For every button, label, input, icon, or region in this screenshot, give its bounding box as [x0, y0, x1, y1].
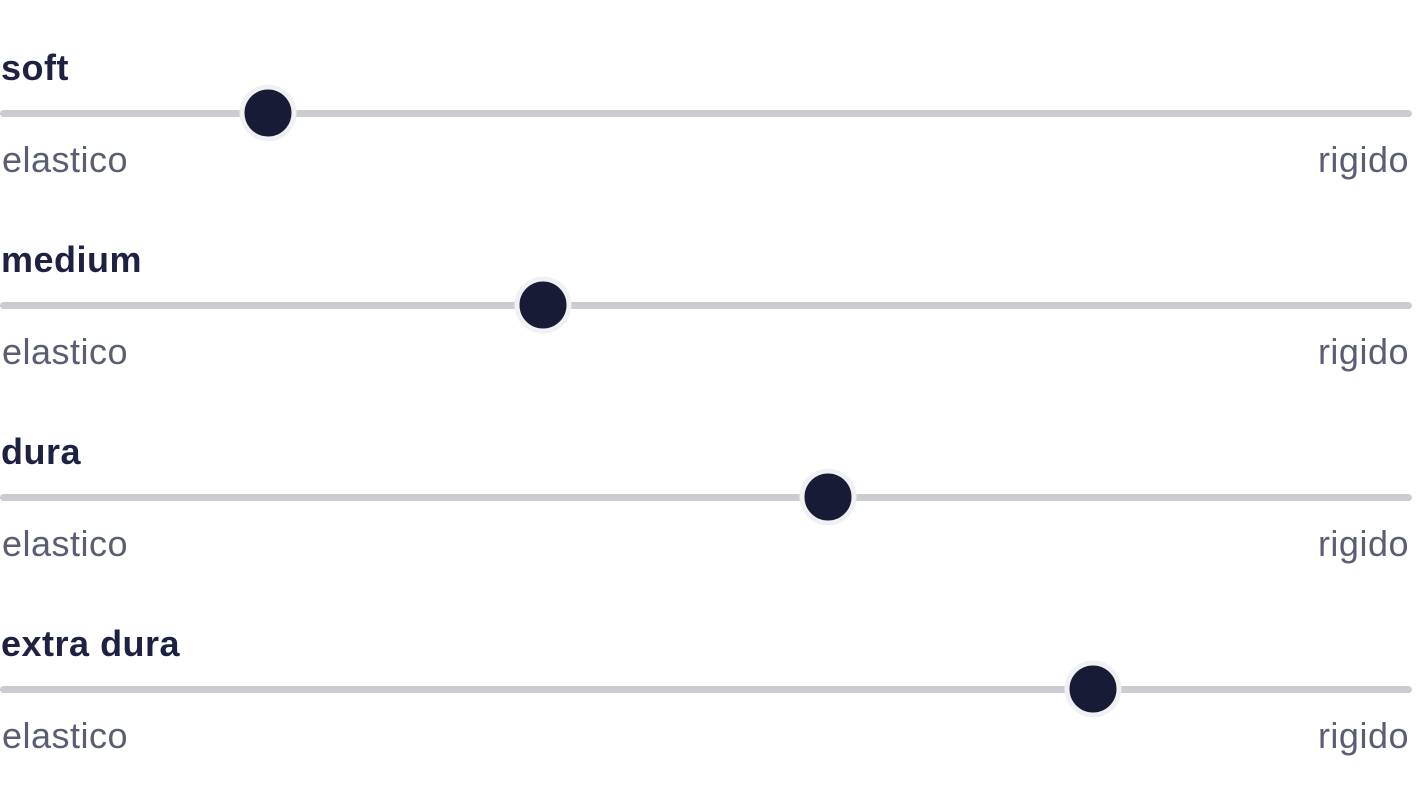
slider-dura-label: dura	[1, 431, 82, 472]
slider-medium-handle[interactable]	[514, 276, 572, 334]
slider-dura-track[interactable]	[0, 494, 1412, 501]
slider-medium-label: medium	[1, 239, 143, 280]
slider-extra-dura-track[interactable]	[0, 686, 1412, 693]
slider-medium: medium elastico rigido	[0, 192, 1417, 384]
slider-dura: dura elastico rigido	[0, 384, 1417, 576]
slider-extra-dura: extra dura elastico rigido	[0, 576, 1417, 768]
slider-extra-dura-handle[interactable]	[1064, 660, 1121, 718]
slider-dura-end-labels: elastico rigido	[2, 524, 1409, 564]
slider-soft-min-label: elastico	[2, 139, 129, 180]
slider-medium-min-label: elastico	[2, 331, 129, 372]
slider-extra-dura-label: extra dura	[1, 623, 181, 664]
slider-medium-end-labels: elastico rigido	[2, 332, 1409, 372]
slider-extra-dura-end-labels: elastico rigido	[2, 716, 1409, 756]
slider-extra-dura-max-label: rigido	[1317, 715, 1409, 756]
slider-dura-max-label: rigido	[1317, 523, 1409, 564]
slider-soft: soft elastico rigido	[0, 0, 1417, 192]
slider-soft-max-label: rigido	[1317, 139, 1409, 180]
slider-dura-min-label: elastico	[2, 523, 129, 564]
slider-medium-track[interactable]	[0, 302, 1412, 309]
slider-dura-handle[interactable]	[799, 468, 857, 526]
slider-soft-handle[interactable]	[239, 84, 297, 142]
slider-soft-track[interactable]	[0, 110, 1412, 117]
slider-medium-max-label: rigido	[1317, 331, 1409, 372]
slider-soft-end-labels: elastico rigido	[2, 140, 1409, 180]
slider-extra-dura-min-label: elastico	[2, 715, 129, 756]
slider-soft-label: soft	[1, 47, 69, 88]
